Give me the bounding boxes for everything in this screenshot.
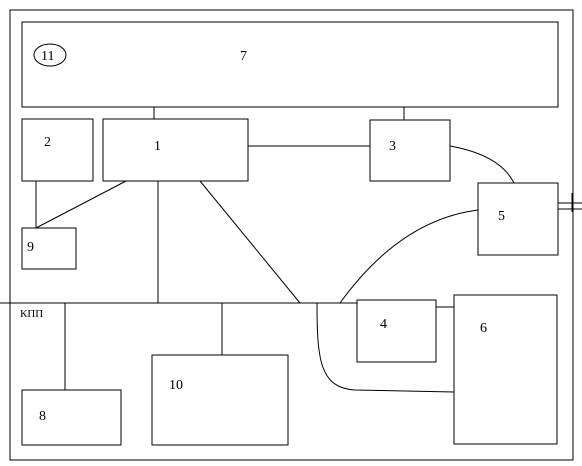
block-4: [356, 299, 437, 363]
block-8: [21, 389, 122, 446]
block-3: [369, 119, 451, 182]
link-bus-6: [316, 302, 455, 393]
label-kpp: КПП: [20, 308, 43, 320]
link-bus-5: [339, 209, 479, 304]
block-6: [453, 294, 558, 445]
block-10: [151, 354, 289, 446]
label-11: 11: [41, 49, 54, 64]
label-2: 2: [44, 135, 51, 150]
label-5: 5: [498, 209, 505, 224]
block-9: [21, 227, 77, 270]
label-6: 6: [480, 321, 487, 336]
block-5: [477, 182, 559, 256]
link-1-junction: [199, 180, 301, 304]
block-2: [21, 118, 94, 182]
block-7: [21, 21, 559, 108]
label-8: 8: [39, 409, 46, 424]
block-1: [102, 118, 249, 182]
link-1-9: [35, 180, 127, 229]
label-3: 3: [389, 139, 396, 154]
label-10: 10: [169, 378, 183, 393]
label-4: 4: [380, 317, 387, 332]
label-9: 9: [27, 240, 34, 255]
label-1: 1: [154, 139, 161, 154]
block-11-ellipse: [33, 43, 67, 67]
link-3-5: [449, 145, 515, 184]
label-7: 7: [240, 49, 247, 64]
